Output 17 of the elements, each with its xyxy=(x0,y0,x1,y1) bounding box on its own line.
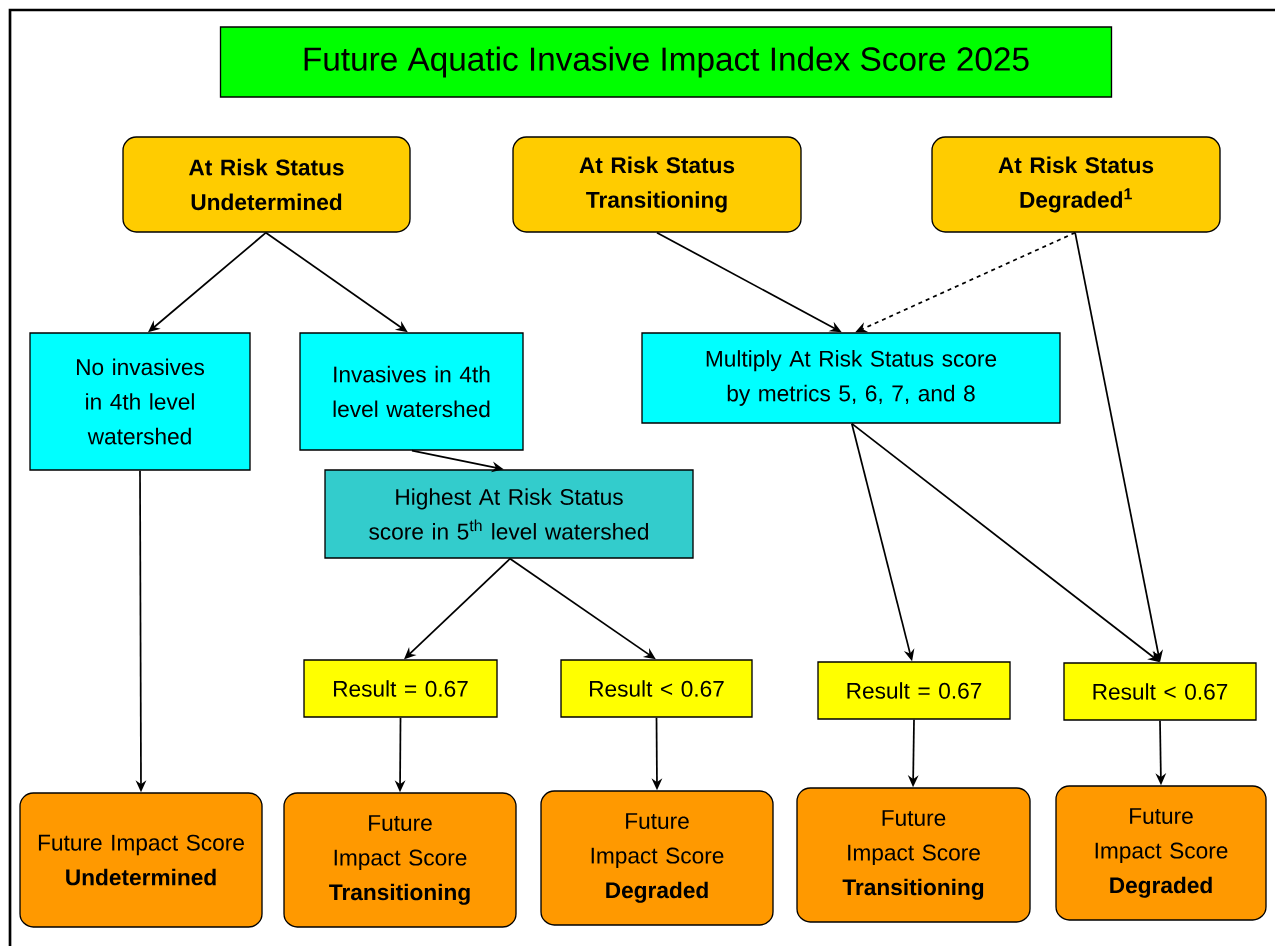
status-box: At Risk Status Undetermined xyxy=(122,136,411,233)
score-box: Future Impact Score Degraded xyxy=(540,790,774,926)
process-box: Highest At Risk Status score in 5$^{th}$ level watershed xyxy=(324,469,694,559)
score-box: Future Impact Score Degraded xyxy=(1055,785,1267,921)
score-box: Future Impact Score Undetermined xyxy=(19,792,263,928)
result-box: Result < 0.67 xyxy=(560,659,753,718)
status-box: At Risk Status Degraded$^{1}$ xyxy=(931,136,1221,233)
status-box: At Risk Status Transitioning xyxy=(512,136,802,233)
title-box: Future Aquatic Invasive Impact Index Score 2025 xyxy=(219,26,1113,98)
score-box: Future Impact Score Transitioning xyxy=(796,787,1031,923)
result-box: Result = 0.67 xyxy=(303,659,498,718)
result-box: Result = 0.67 xyxy=(817,661,1011,720)
process-box: No invasives in 4th level watershed xyxy=(29,332,251,471)
process-box: Multiply At Risk Status score by metrics 5, 6, 7, and 8 xyxy=(641,332,1061,424)
score-box: Future Impact Score Transitioning xyxy=(283,792,517,928)
process-box: Invasives in 4th level watershed xyxy=(299,332,524,451)
result-box: Result < 0.67 xyxy=(1063,662,1257,721)
